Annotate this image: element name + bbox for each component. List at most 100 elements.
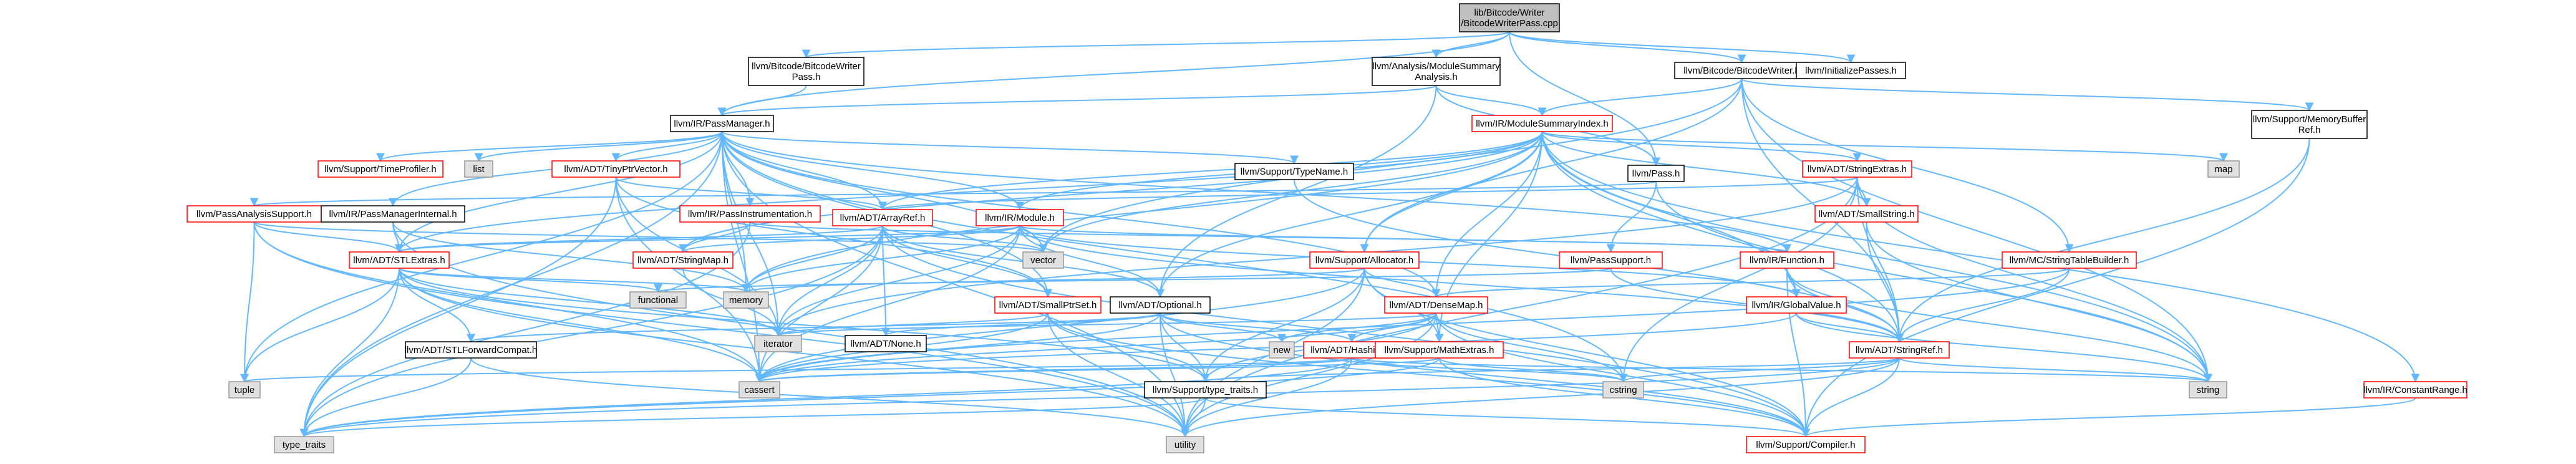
graph-node-bw[interactable]: llvm/Bitcode/BitcodeWriter.h: [1674, 62, 1809, 79]
include-edge: [1431, 131, 1543, 298]
graph-node-msi[interactable]: llvm/IR/ModuleSummaryIndex.h: [1471, 115, 1613, 132]
include-edge: [1435, 85, 1547, 117]
node-box: [228, 381, 261, 399]
graph-node-utility[interactable]: utility: [1166, 436, 1204, 453]
graph-node-function[interactable]: llvm/IR/Function.h: [1740, 251, 1834, 269]
node-box: [1849, 341, 1950, 359]
node-label: llvm/ADT/STLExtras.h: [353, 255, 445, 266]
include-edge: [392, 221, 750, 293]
include-edge: [742, 268, 1365, 293]
include-edge: [399, 268, 750, 293]
graph-node-cassert[interactable]: cassert: [738, 381, 780, 399]
graph-node-map[interactable]: map: [2207, 160, 2240, 178]
include-edge: [1541, 131, 1904, 343]
graph-node-stringref[interactable]: llvm/ADT/StringRef.h: [1849, 341, 1950, 359]
include-edge: [742, 225, 883, 293]
graph-node-compiler[interactable]: llvm/Support/Compiler.h: [1746, 436, 1866, 453]
include-edge: [1796, 312, 1904, 343]
include-edge: [755, 312, 1437, 383]
graph-node-stlextras[interactable]: llvm/ADT/STLExtras.h: [349, 251, 450, 269]
graph-node-tuple[interactable]: tuple: [228, 381, 261, 399]
graph-node-tinyptr[interactable]: llvm/ADT/TinyPtrVector.h: [551, 160, 680, 178]
node-label: llvm/Support/TimeProfiler.h: [324, 164, 437, 175]
include-edge: [882, 225, 1165, 298]
graph-node-type_traits[interactable]: type_traits: [274, 436, 334, 453]
include-edge: [300, 357, 1900, 438]
graph-node-arrayref[interactable]: llvm/ADT/ArrayRef.h: [832, 209, 933, 226]
graph-node-typename[interactable]: llvm/Support/TypeName.h: [1234, 163, 1354, 180]
include-edge: [253, 221, 404, 253]
include-edge: [1537, 78, 1743, 117]
graph-node-none[interactable]: llvm/ADT/None.h: [845, 335, 927, 352]
node-box: [321, 205, 465, 223]
node-box: [1746, 436, 1866, 453]
node-box: [1144, 381, 1267, 399]
include-edge: [1895, 268, 2070, 343]
graph-node-pass[interactable]: llvm/Pass.h: [1627, 165, 1685, 182]
node-label: llvm/IR/ConstantRange.h: [2363, 385, 2467, 395]
node-label: utility: [1174, 440, 1196, 450]
graph-node-passsupport[interactable]: llvm/PassSupport.h: [1559, 251, 1663, 269]
graph-node-memory[interactable]: memory: [723, 291, 769, 309]
graph-node-typetraitsh[interactable]: llvm/Support/type_traits.h: [1144, 381, 1267, 399]
node-box: [629, 291, 687, 309]
node-label: llvm/ADT/StringExtras.h: [1808, 164, 1907, 175]
include-edge: [395, 131, 1543, 253]
graph-node-globalvalue[interactable]: llvm/IR/GlobalValue.h: [1746, 296, 1847, 314]
node-box: [994, 296, 1102, 314]
graph-node-smallptrset[interactable]: llvm/ADT/SmallPtrSet.h: [994, 296, 1102, 314]
graph-node-strextras[interactable]: llvm/ADT/StringExtras.h: [1802, 160, 1912, 178]
include-edge: [1895, 138, 2310, 343]
graph-node-vector[interactable]: vector: [1022, 251, 1064, 269]
graph-node-stringmap[interactable]: llvm/ADT/StringMap.h: [632, 251, 734, 269]
graph-node-initpasses[interactable]: llvm/InitializePasses.h: [1796, 62, 1906, 79]
include-edge: [395, 131, 723, 253]
node-label: llvm/ADT/StringMap.h: [637, 255, 729, 266]
node-label: Ref.h: [2298, 125, 2321, 135]
node-label: llvm/IR/Function.h: [1750, 255, 1824, 266]
node-label: cassert: [744, 385, 775, 395]
graph-node-new[interactable]: new: [1269, 341, 1295, 359]
graph-node-functional[interactable]: functional: [629, 291, 687, 309]
graph-node-timeprofiler[interactable]: llvm/Support/TimeProfiler.h: [317, 160, 443, 178]
node-label: Analysis.h: [1415, 72, 1457, 82]
graph-node-bwpass[interactable]: llvm/Bitcode/BitcodeWriterPass.h: [748, 57, 864, 86]
include-edge: [399, 268, 1210, 383]
node-label: llvm/Support/type_traits.h: [1153, 385, 1258, 395]
graph-node-pmi[interactable]: llvm/IR/PassManagerInternal.h: [321, 205, 465, 223]
node-box: [2189, 381, 2227, 399]
include-edge: [742, 131, 1543, 293]
node-box: [738, 381, 780, 399]
include-edge: [1201, 268, 1365, 383]
include-edge: [881, 312, 1161, 337]
graph-node-module[interactable]: llvm/IR/Module.h: [976, 209, 1064, 226]
graph-node-smallstring[interactable]: llvm/ADT/SmallString.h: [1814, 205, 1919, 223]
graph-node-densemap[interactable]: llvm/ADT/DenseMap.h: [1384, 296, 1488, 314]
graph-node-list[interactable]: list: [464, 160, 493, 178]
include-edge: [299, 268, 400, 438]
graph-node-pasupport[interactable]: llvm/PassAnalysisSupport.h: [186, 205, 322, 223]
graph-node-pinstr[interactable]: llvm/IR/PassInstrumentation.h: [679, 205, 821, 223]
node-label: iterator: [763, 339, 793, 349]
graph-node-stlfwd[interactable]: llvm/ADT/STLForwardCompat.h: [405, 341, 538, 359]
graph-node-constrange[interactable]: llvm/IR/ConstantRange.h: [2363, 381, 2467, 399]
node-box: [632, 251, 734, 269]
include-edge: [721, 131, 1048, 253]
graph-node-mcstsb[interactable]: llvm/MC/StringTableBuilder.h: [2002, 251, 2137, 269]
graph-node-string[interactable]: string: [2189, 381, 2227, 399]
graph-node-iterator[interactable]: iterator: [754, 335, 802, 352]
node-box: [748, 57, 864, 86]
include-edge: [1363, 268, 1441, 298]
node-box: [2251, 110, 2368, 139]
node-label: /BitcodeWriterPass.cpp: [1461, 18, 1558, 29]
graph-node-optional[interactable]: llvm/ADT/Optional.h: [1110, 296, 1211, 314]
include-edge: [774, 312, 1437, 337]
graph-node-passmgr[interactable]: llvm/IR/PassManager.h: [670, 115, 774, 132]
graph-node-cstring[interactable]: cstring: [1602, 381, 1644, 399]
graph-node-mathextras[interactable]: llvm/Support/MathExtras.h: [1375, 341, 1504, 359]
node-label: memory: [729, 295, 763, 306]
include-edge: [1204, 397, 1810, 438]
graph-node-allocator[interactable]: llvm/Support/Allocator.h: [1309, 251, 1420, 269]
